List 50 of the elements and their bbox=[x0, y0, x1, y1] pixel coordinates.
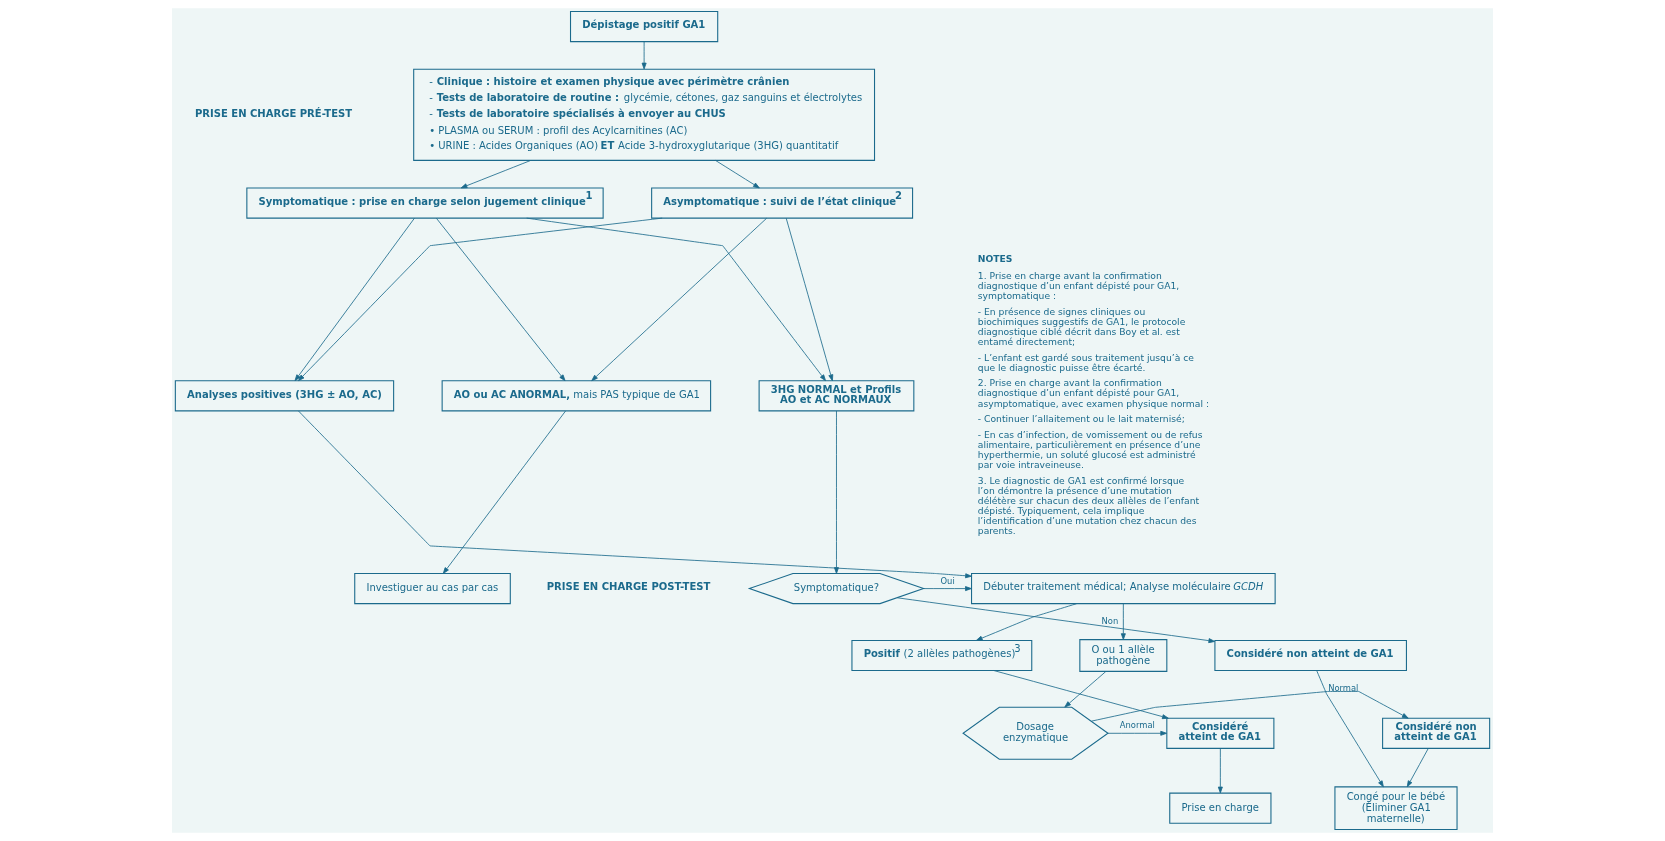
arrow bbox=[1107, 730, 1168, 736]
arrow bbox=[715, 160, 760, 189]
label: 3. Le diagnostic de GA1 est confirmé lorsque l’on démontre la présence d’une mutation délétère sur chacun des deux allèles de l’enfant dépisté. Typiquement, cela implique l’identification d’une mutation chez chacun des parents. bbox=[977, 475, 1200, 537]
node-box: O ou 1 allèle pathogène bbox=[1079, 639, 1168, 672]
node-box: Investiguer au cas par cas bbox=[354, 573, 511, 605]
label: PRISE EN CHARGE POST-TEST bbox=[546, 581, 711, 593]
edge-label: Normal bbox=[1328, 683, 1359, 694]
node-box: Considéré non atteint de GA1 bbox=[1382, 717, 1491, 749]
label: - L’enfant est gardé sous traitement jusqu’à ce que le diagnostic puisse être écarté. bbox=[977, 351, 1194, 373]
arrow bbox=[435, 217, 566, 382]
node-box: 3HG NORMAL et Profils AO et AC NORMAUX bbox=[758, 380, 915, 412]
label: 2. Prise en charge avant la confirmation diagnostique d’un enfant dépisté pour GA1, asymptomatique, avec examen physique normal : bbox=[977, 377, 1210, 409]
arrow bbox=[896, 597, 1216, 644]
node-box: Considéré atteint de GA1 bbox=[1166, 717, 1275, 749]
label: NOTES bbox=[977, 252, 1013, 264]
arrow bbox=[460, 160, 532, 189]
node-box: Analyses positives (3HG ± AO, AC) bbox=[174, 380, 395, 412]
edge-label: Anormal bbox=[1119, 720, 1155, 731]
node-box: AO ou AC ANORMAL, mais PAS typique de GA1 bbox=[441, 380, 712, 412]
arrow bbox=[1120, 603, 1126, 640]
node-box: Considéré non atteint de GA1 bbox=[1214, 639, 1407, 672]
arrow bbox=[1316, 670, 1384, 788]
arrow bbox=[1064, 671, 1107, 708]
label: - En cas d’infection, de vomissement ou de refus alimentaire, particulièrement en présence d’une hyperthermie, un soluté glucosé est administré par voie intraveineuse. bbox=[977, 429, 1203, 471]
arrow bbox=[923, 586, 972, 592]
arrow bbox=[1091, 691, 1409, 722]
arrow bbox=[641, 41, 647, 70]
node-box: - Clinique : histoire et examen physique avec périmètre crânien - Tests de laboratoire de routine : glycémie, cétones, gaz sanguins et électrolytes - Tests de laboratoire spécialisés à envoyer au CHUS • PLASMA ou SERUM : profil des Acylcarnitines (AC) • URINE : Acides Organiques (AO) ET Acide 3-hydroxyglutarique (3HG) quantitatif bbox=[413, 68, 876, 161]
arrow bbox=[298, 410, 972, 579]
arrow bbox=[591, 217, 768, 382]
arrow bbox=[442, 410, 566, 574]
label: PRISE EN CHARGE PRÉ-TEST bbox=[195, 107, 353, 119]
label: - En présence de signes cliniques ou biochimiques suggestifs de GA1, le protocole diagnostique ciblé décrit dans Boy et al. est entamé directement; bbox=[977, 305, 1186, 347]
node-box: Congé pour le bébé (Éliminer GA1 maternelle) bbox=[1334, 786, 1458, 831]
arrow bbox=[1217, 748, 1223, 794]
edge-label: Non bbox=[1101, 615, 1119, 626]
edge-label: Oui bbox=[940, 575, 955, 586]
arrow bbox=[834, 410, 839, 574]
node-box: Prise en charge bbox=[1169, 792, 1272, 824]
arrow bbox=[298, 217, 663, 382]
arrow bbox=[975, 603, 1077, 641]
arrow bbox=[785, 217, 834, 382]
arrow bbox=[1406, 748, 1429, 788]
label: 1. Prise en charge avant la confirmation diagnostique d’un enfant dépisté pour GA1, symptomatique : bbox=[977, 269, 1180, 301]
node-box: Débuter traitement médical; Analyse moléculaire GCDH bbox=[971, 573, 1276, 605]
arrow bbox=[294, 217, 415, 382]
arrow bbox=[526, 217, 826, 382]
label: - Continuer l’allaitement ou le lait maternisé; bbox=[977, 413, 1185, 425]
node-box: Dépistage positif GA1 bbox=[569, 10, 719, 43]
arrow bbox=[993, 670, 1169, 720]
